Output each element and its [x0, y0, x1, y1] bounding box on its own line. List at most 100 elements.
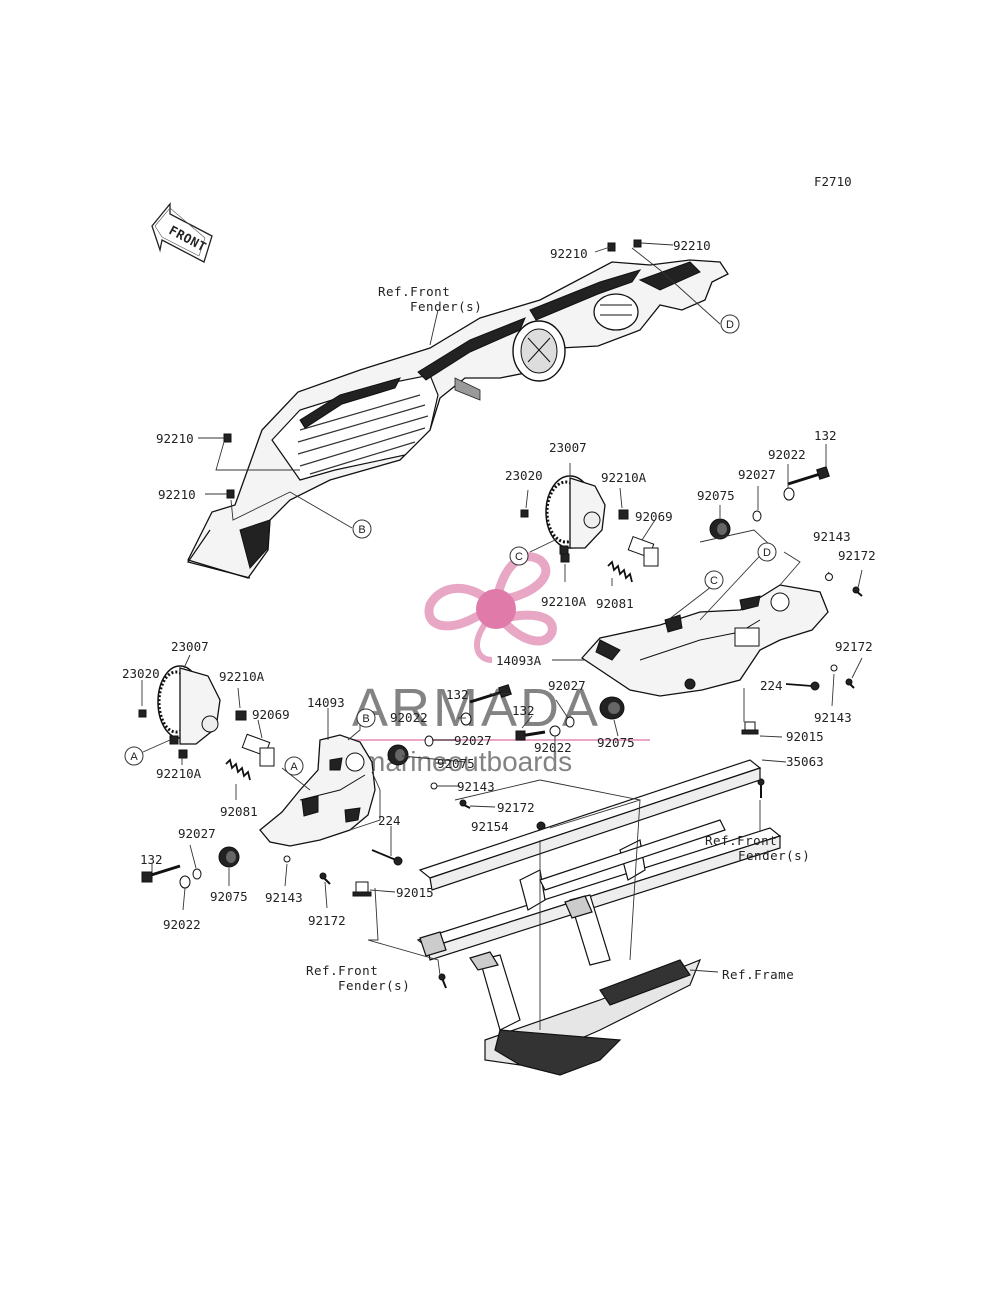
svg-text:D: D [763, 547, 771, 559]
part-label-132: 132 [814, 428, 837, 443]
svg-text:Ref.Front: Ref.Front [306, 963, 378, 978]
part-label-92022: 92022 [163, 917, 201, 932]
part-label-92143: 92143 [265, 890, 303, 905]
part-label-92022: 92022 [534, 740, 572, 755]
part-label-92210: 92210 [158, 487, 196, 502]
ref-front-fender-top: Ref.Front Fender(s) [378, 284, 482, 314]
part-label-132: 132 [512, 703, 535, 718]
leader-lines [141, 242, 863, 1030]
part-label-224: 224 [760, 678, 783, 693]
part-label-92154: 92154 [471, 819, 509, 834]
part-label-23007: 23007 [549, 440, 587, 455]
part-label-92081: 92081 [596, 596, 634, 611]
part-label-92210: 92210 [673, 238, 711, 253]
bulb-socket-icon [627, 536, 659, 567]
nut-icon [520, 509, 529, 518]
svg-text:D: D [726, 319, 734, 331]
part-label-92069: 92069 [252, 707, 290, 722]
part-label-92022: 92022 [390, 710, 428, 725]
part-label-224: 224 [378, 813, 401, 828]
bulb-socket-icon [241, 733, 275, 767]
svg-text:Fender(s): Fender(s) [338, 978, 410, 993]
part-label-92210a: 92210A [541, 594, 587, 609]
washer-icon [460, 712, 472, 726]
part-label-92027: 92027 [738, 467, 776, 482]
part-label-92210: 92210 [156, 431, 194, 446]
front-cover-assembly [187, 259, 729, 579]
part-label-92172: 92172 [308, 913, 346, 928]
bracket-right [581, 584, 829, 697]
part-label-92172: 92172 [838, 548, 876, 563]
front-arrow-icon: FRONT [151, 202, 213, 263]
clip-icon [223, 433, 232, 443]
part-label-92075: 92075 [697, 488, 735, 503]
bolt-icon [141, 864, 181, 883]
svg-text:A: A [290, 761, 298, 773]
svg-text:Ref.Front: Ref.Front [705, 833, 777, 848]
rivet-icon [352, 881, 372, 897]
callout-a-headlight: A [124, 746, 144, 766]
part-label-92210: 92210 [550, 246, 588, 261]
washer-icon [830, 664, 838, 672]
svg-text:Ref.Front: Ref.Front [378, 284, 450, 299]
washer-icon [283, 855, 291, 863]
part-label-132: 132 [446, 687, 469, 702]
nut-icon [138, 709, 147, 718]
grommet-icon [218, 846, 240, 868]
callout-c-headlight: C [509, 546, 529, 566]
svg-text:B: B [362, 713, 369, 725]
part-label-92015: 92015 [396, 885, 434, 900]
callout-c-bracket: C [704, 570, 724, 590]
screw-icon [852, 586, 863, 597]
part-label-14093: 14093 [307, 695, 345, 710]
collar-icon [424, 735, 434, 747]
clip-icon [560, 553, 570, 563]
bracket-left [259, 734, 376, 847]
part-label-92015: 92015 [786, 729, 824, 744]
long-bolt-icon [371, 849, 403, 866]
part-label-92075: 92075 [437, 756, 475, 771]
washer-icon [549, 725, 561, 737]
collar-icon [565, 716, 575, 728]
callout-a-bracket: A [284, 756, 304, 776]
clip-icon [618, 509, 629, 520]
screw-icon [845, 678, 855, 689]
long-bolt-icon [785, 681, 820, 691]
svg-text:A: A [130, 751, 138, 763]
part-label-92143: 92143 [813, 529, 851, 544]
bolt-icon [787, 466, 830, 486]
clip-icon [178, 749, 188, 759]
screw-icon [459, 799, 471, 809]
collar-icon [752, 510, 762, 522]
spring-icon [225, 758, 251, 781]
ref-front-fender-bottom: Ref.Front Fender(s) [306, 963, 410, 993]
callout-d-bracket: D [757, 542, 777, 562]
washer-icon [430, 782, 438, 790]
screw-icon [438, 973, 447, 989]
part-label-35063: 35063 [786, 754, 824, 769]
grommet-icon [709, 518, 731, 540]
clip-icon [226, 489, 235, 499]
part-label-92027: 92027 [454, 733, 492, 748]
screw-icon [757, 778, 765, 798]
headlight-right [545, 475, 606, 555]
callout-b-bracket: B [356, 708, 376, 728]
part-label-92075: 92075 [210, 889, 248, 904]
callout-b-top: B [352, 519, 372, 539]
screw-icon [319, 872, 331, 885]
part-label-92069: 92069 [635, 509, 673, 524]
svg-text:Fender(s): Fender(s) [738, 848, 810, 863]
washer-icon [783, 487, 795, 501]
bolt-icon [515, 730, 546, 741]
svg-text:C: C [515, 551, 523, 563]
washer-icon [825, 573, 833, 581]
part-label-92081: 92081 [220, 804, 258, 819]
part-label-92075: 92075 [597, 735, 635, 750]
clip-icon [607, 242, 616, 252]
part-label-92143: 92143 [457, 779, 495, 794]
part-label-92027: 92027 [178, 826, 216, 841]
part-label-23020: 23020 [505, 468, 543, 483]
ref-front-fender-right: Ref.Front Fender(s) [705, 833, 810, 863]
grommet-icon [387, 744, 409, 766]
